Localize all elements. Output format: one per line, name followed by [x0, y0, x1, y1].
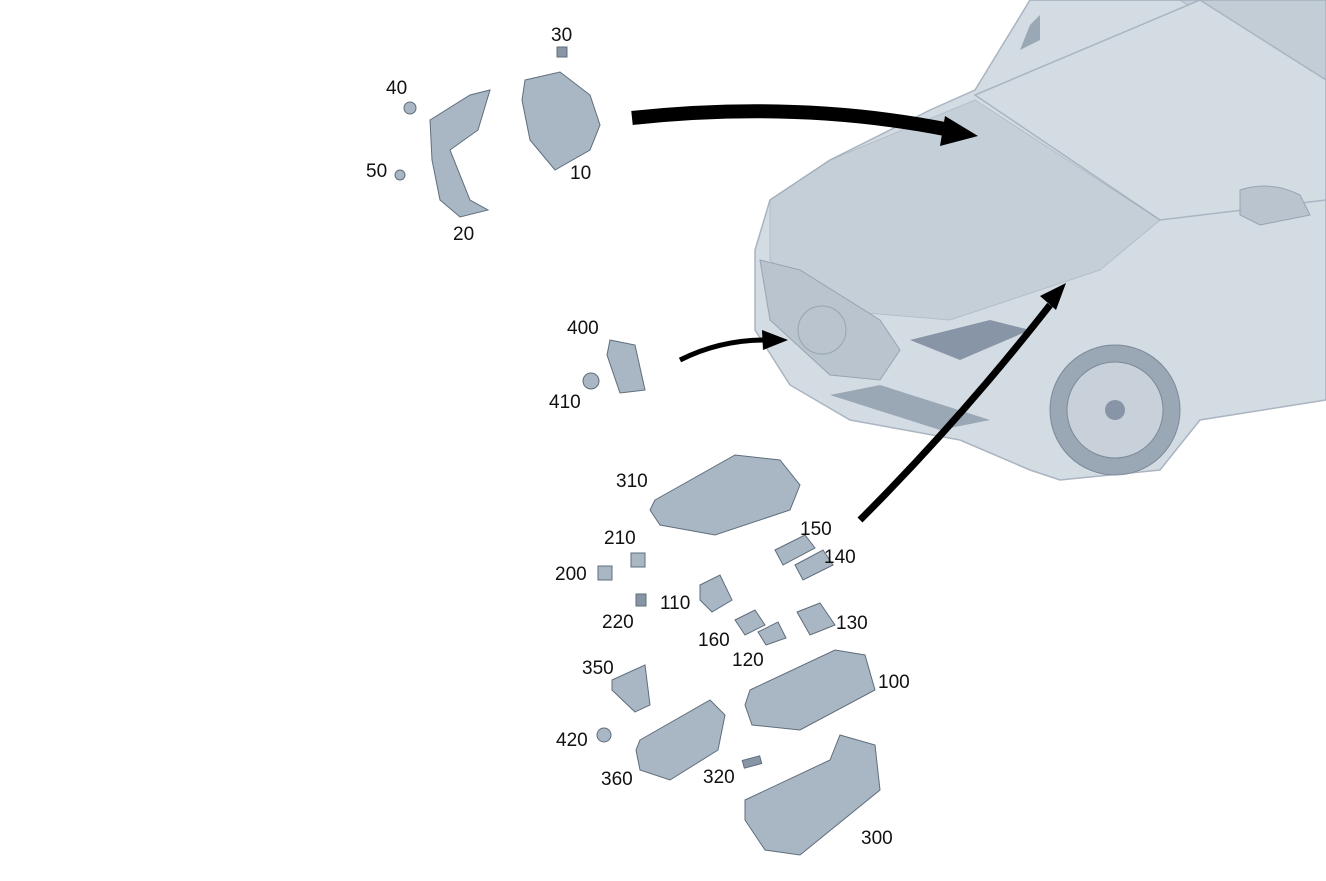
label-140: 140 — [824, 547, 856, 568]
label-120: 120 — [732, 650, 764, 671]
part-360 — [635, 699, 726, 781]
part-350 — [611, 664, 651, 713]
part-410 — [582, 372, 600, 390]
label-350: 350 — [582, 658, 614, 679]
label-410: 410 — [549, 392, 581, 413]
part-130 — [796, 602, 836, 636]
label-110: 110 — [660, 593, 690, 614]
label-100: 100 — [878, 672, 910, 693]
vehicle-illustration — [754, 0, 1326, 481]
label-210: 210 — [604, 528, 636, 549]
label-200: 200 — [555, 564, 587, 585]
label-130: 130 — [836, 613, 868, 634]
label-400: 400 — [567, 318, 599, 339]
label-310: 310 — [616, 471, 648, 492]
label-420: 420 — [556, 730, 588, 751]
label-10: 10 — [570, 163, 591, 184]
part-210 — [630, 552, 646, 568]
label-30: 30 — [551, 25, 572, 46]
part-10 — [521, 71, 601, 171]
label-360: 360 — [601, 769, 633, 790]
part-140 — [794, 549, 834, 581]
label-50: 50 — [366, 161, 387, 182]
part-160 — [734, 609, 766, 636]
part-110 — [699, 574, 733, 613]
part-200 — [597, 565, 613, 581]
label-320: 320 — [703, 767, 735, 788]
part-220 — [635, 593, 647, 607]
label-20: 20 — [453, 224, 474, 245]
part-420 — [596, 727, 612, 743]
parts — [394, 46, 881, 856]
part-310 — [649, 454, 801, 536]
arrows — [631, 104, 1066, 523]
part-40 — [403, 101, 417, 115]
part-300 — [744, 734, 881, 856]
part-400 — [606, 339, 646, 394]
part-320 — [741, 755, 763, 769]
part-20 — [429, 89, 491, 218]
label-160: 160 — [698, 630, 730, 651]
label-220: 220 — [602, 612, 634, 633]
part-labels: 30 40 50 10 20 400 410 310 210 150 140 2… — [366, 25, 910, 849]
part-30 — [556, 46, 568, 58]
part-150 — [774, 534, 816, 566]
part-50 — [394, 169, 406, 181]
part-120 — [757, 621, 787, 646]
label-300: 300 — [861, 828, 893, 849]
label-150: 150 — [800, 519, 832, 540]
label-40: 40 — [386, 78, 407, 99]
part-100 — [744, 649, 876, 731]
